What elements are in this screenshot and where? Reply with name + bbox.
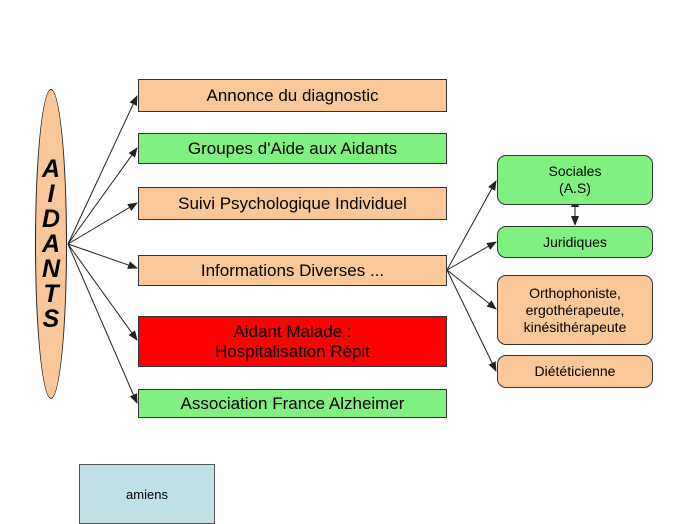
aidants-letter: S bbox=[42, 304, 60, 333]
box-text-line: Sociales bbox=[548, 163, 602, 179]
box-annonce-diagnostic: Annonce du diagnostic bbox=[138, 79, 447, 112]
arrow-to-orthophoniste bbox=[446, 269, 497, 310]
box-text-line: Diététicienne bbox=[534, 363, 616, 379]
box-suivi-psychologique: Suivi Psychologique Individuel bbox=[138, 187, 447, 220]
box-text-line: Association France Alzheimer bbox=[180, 393, 405, 413]
box-sociales: Sociales(A.S) bbox=[497, 155, 653, 205]
aidants-letter: A bbox=[41, 154, 61, 183]
box-juridiques: Juridiques bbox=[497, 226, 653, 258]
aidants-letter: A bbox=[41, 229, 61, 258]
aidants-letter: D bbox=[41, 204, 61, 233]
box-dieteticienne: Diététicienne bbox=[497, 355, 653, 388]
arrow-to-suivi bbox=[67, 202, 138, 245]
box-text-line: ergothérapeute, bbox=[525, 301, 625, 318]
box-text-line: Suivi Psychologique Individuel bbox=[178, 193, 407, 213]
box-association-france-alzheimer: Association France Alzheimer bbox=[138, 389, 447, 418]
arrow-to-association bbox=[67, 243, 138, 404]
amiens-label: amiens bbox=[126, 486, 168, 502]
box-text-line: (A.S) bbox=[559, 180, 591, 196]
box-aidant-malade: Aidant Malade :Hospitalisation Répit bbox=[138, 316, 447, 367]
aidants-letter: N bbox=[41, 254, 61, 283]
arrow-to-dieteticienne bbox=[446, 269, 497, 372]
box-text-line: Aidant Malade : bbox=[233, 321, 352, 341]
aidants-letter: I bbox=[47, 179, 55, 208]
arrow-to-aidant-malade bbox=[67, 243, 138, 341]
box-text-line: Hospitalisation Répit bbox=[215, 341, 370, 361]
arrow-to-informations bbox=[67, 243, 138, 269]
box-text-line: Annonce du diagnostic bbox=[206, 85, 379, 105]
box-text-line: Orthophoniste, bbox=[529, 284, 621, 301]
arrow-to-juridiques bbox=[446, 241, 497, 271]
arrow-to-sociales bbox=[446, 180, 497, 271]
box-orthophoniste: Orthophoniste,ergothérapeute,kinésithéra… bbox=[497, 275, 653, 345]
box-text-line: kinésithérapeute bbox=[523, 318, 627, 335]
box-informations-diverses: Informations Diverses ... bbox=[138, 255, 447, 286]
box-text-line: Informations Diverses ... bbox=[200, 260, 385, 280]
box-text-line: Juridiques bbox=[543, 233, 607, 250]
box-text-line: Groupes d'Aide aux Aidants bbox=[187, 138, 398, 158]
amiens-label-box: amiens bbox=[79, 464, 215, 524]
arrow-to-annonce bbox=[67, 95, 138, 245]
arrow-to-groupes bbox=[67, 147, 138, 245]
aidants-letter: T bbox=[43, 279, 59, 308]
box-groupes-aide: Groupes d'Aide aux Aidants bbox=[138, 133, 447, 164]
